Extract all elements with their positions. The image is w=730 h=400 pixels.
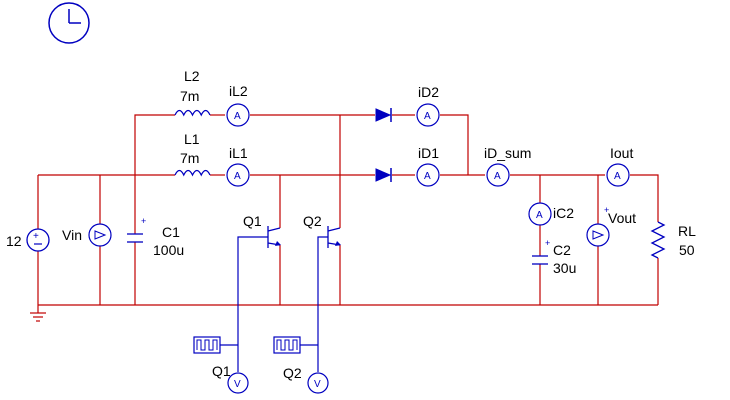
iout-label: Iout [610, 145, 633, 161]
diode-icon[interactable] [375, 108, 392, 122]
clock-icon[interactable] [48, 2, 90, 44]
svg-text:A: A [614, 171, 621, 182]
capacitor-icon[interactable]: + [532, 238, 550, 265]
q2-probe-label: Q2 [283, 365, 302, 381]
inductor-icon[interactable] [174, 109, 211, 117]
pulse-source-icon[interactable] [273, 336, 301, 354]
q1-label: Q1 [243, 213, 262, 229]
l2-value-label: 7m [180, 88, 199, 104]
svg-text:+: + [604, 205, 609, 215]
vin-label: Vin [62, 227, 82, 243]
rl-value-label: 50 [679, 242, 695, 258]
c1-value-label: 100u [153, 242, 184, 258]
il1-label: iL1 [229, 145, 248, 161]
ammeter-icon[interactable]: A [416, 103, 440, 127]
l2-name-label: L2 [184, 68, 200, 84]
ground-icon [30, 305, 46, 322]
svg-text:A: A [536, 210, 543, 221]
ammeter-icon[interactable]: A [528, 202, 552, 226]
l1-value-label: 7m [180, 150, 199, 166]
id2-label: iD2 [418, 84, 439, 100]
svg-text:+: + [141, 216, 146, 226]
c2-value-label: 30u [553, 260, 576, 276]
dc-source-icon[interactable]: + [26, 228, 50, 252]
svg-text:A: A [234, 171, 241, 182]
id1-label: iD1 [418, 145, 439, 161]
ammeter-icon[interactable]: A [486, 163, 510, 187]
source-voltage-label: 12 [6, 233, 22, 249]
il2-label: iL2 [229, 83, 248, 99]
ic2-label: iC2 [553, 205, 574, 221]
bjt-icon[interactable] [267, 226, 281, 248]
voltmeter-icon[interactable]: V [227, 372, 249, 394]
capacitor-icon[interactable]: + [127, 216, 146, 243]
svg-text:+: + [545, 238, 550, 248]
vout-label: Vout [608, 210, 636, 226]
svg-text:V: V [234, 379, 241, 390]
ammeter-icon[interactable]: A [226, 163, 250, 187]
svg-text:A: A [424, 171, 431, 182]
l1-name-label: L1 [184, 131, 200, 147]
q2-label: Q2 [303, 213, 322, 229]
inductor-icon[interactable] [174, 169, 211, 177]
q1-probe-label: Q1 [212, 363, 231, 379]
voltmeter-icon[interactable] [88, 223, 112, 247]
svg-text:A: A [424, 111, 431, 122]
voltmeter-icon[interactable]: V [307, 372, 329, 394]
svg-text:V: V [314, 379, 321, 390]
pulse-source-icon[interactable] [193, 336, 221, 354]
rl-name-label: RL [678, 223, 696, 239]
id-sum-label: iD_sum [484, 145, 531, 161]
resistor-icon[interactable] [650, 221, 666, 259]
gate-drive-lines [220, 236, 328, 372]
ammeter-icon[interactable]: A [606, 163, 630, 187]
c1-name-label: C1 [162, 224, 180, 240]
c2-name-label: C2 [553, 242, 571, 258]
wires [37, 114, 659, 306]
diode-icon[interactable] [375, 168, 392, 182]
svg-text:A: A [494, 171, 501, 182]
svg-text:+: + [33, 231, 39, 242]
bjt-icon[interactable] [327, 226, 341, 248]
voltmeter-icon[interactable] [586, 223, 610, 247]
ammeter-icon[interactable]: A [416, 163, 440, 187]
ammeter-icon[interactable]: A [226, 103, 250, 127]
svg-text:A: A [234, 111, 241, 122]
